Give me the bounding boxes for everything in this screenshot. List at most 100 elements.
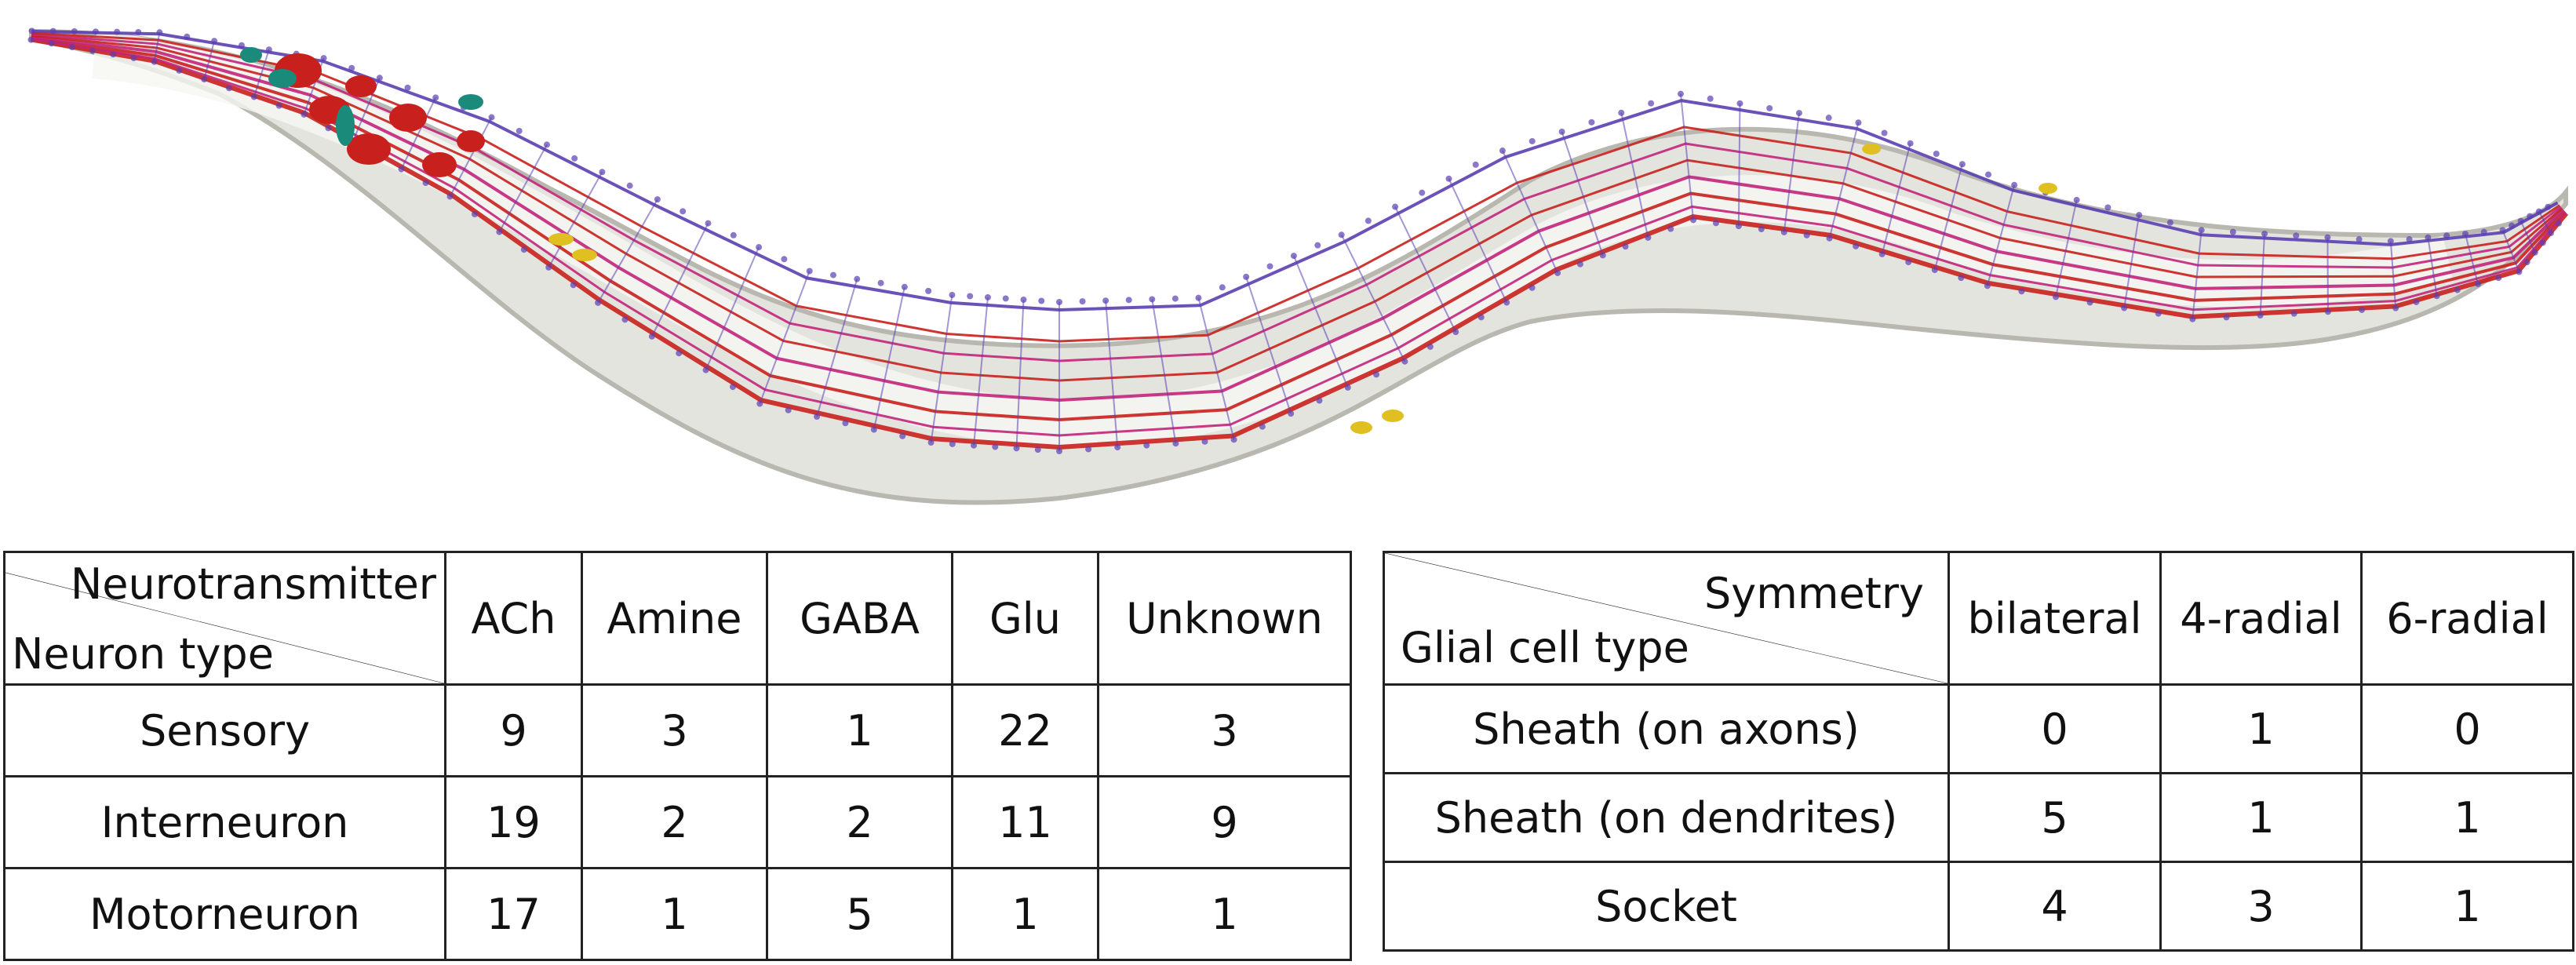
body-wall-dot: [1344, 384, 1351, 391]
body-wall-dot: [599, 169, 606, 176]
body-wall-dot: [2531, 249, 2538, 256]
muscle-arm: [1620, 112, 1649, 239]
table-cell: 1: [581, 867, 768, 961]
table-cell: 3: [1097, 683, 1352, 777]
glia-table-corner-cell: Symmetry Glial cell type: [1383, 551, 1950, 686]
body-wall-dot: [1622, 243, 1629, 250]
body-wall-dot: [1881, 129, 1888, 137]
table-cell: 2: [766, 775, 953, 869]
glia-table-header-row: Symmetry Glial cell type bilateral 4-rad…: [1383, 551, 2574, 686]
body-wall-dot: [756, 244, 763, 251]
column-header-amine: Amine: [581, 551, 768, 686]
body-wall-dot: [2535, 208, 2542, 215]
body-wall-dot: [2509, 222, 2516, 229]
body-wall-dot: [1171, 295, 1179, 302]
row-label: Socket: [1383, 861, 1950, 952]
row-label: Interneuron: [3, 775, 446, 869]
body-wall-dot: [1020, 296, 1027, 303]
muscle-arm: [1828, 122, 1860, 239]
body-wall-dot: [211, 38, 218, 45]
body-wall-dot: [114, 28, 121, 35]
yellow-cell: [2039, 183, 2057, 194]
glial-cell-body: [268, 69, 297, 88]
body-wall-dot: [1125, 297, 1132, 304]
body-wall-dot: [1219, 284, 1226, 291]
muscle-arm: [1105, 300, 1119, 448]
body-wall-dot: [2517, 217, 2524, 224]
body-wall-dot: [48, 40, 55, 47]
body-wall-dot: [1780, 228, 1787, 235]
column-header-gaba: GABA: [766, 551, 953, 686]
worm-nervous-system-illustration: [27, 27, 2569, 505]
body-wall-dot: [1365, 217, 1372, 224]
column-header-6-radial: 6-radial: [2360, 551, 2574, 686]
neuron-cell-body: [347, 133, 391, 165]
body-wall-dot: [901, 283, 908, 290]
body-wall-dot: [28, 27, 35, 35]
body-wall-dot: [1905, 258, 1912, 265]
body-wall-dot: [432, 94, 439, 101]
body-wall-dot: [1172, 440, 1179, 447]
body-wall-dot: [275, 102, 282, 109]
body-wall-dot: [1878, 250, 1886, 257]
body-wall-dot: [376, 75, 383, 82]
body-wall-dot: [2293, 232, 2300, 239]
body-wall-dot: [2198, 227, 2205, 234]
glial-cell-table: Symmetry Glial cell type bilateral 4-rad…: [1383, 551, 2574, 952]
column-header-4-radial: 4-radial: [2159, 551, 2363, 686]
body-wall-dot: [348, 64, 355, 71]
body-wall-dot: [2189, 315, 2196, 322]
body-wall-dot: [2433, 293, 2440, 300]
muscle-arm: [2427, 237, 2438, 297]
body-wall-dot: [2356, 236, 2363, 243]
glial-cell-body: [336, 105, 355, 146]
body-wall-dot: [1085, 446, 1092, 453]
body-wall-dot: [1907, 140, 1914, 147]
table-cell: 1: [2159, 772, 2363, 863]
body-wall-dot: [1426, 343, 1434, 350]
body-wall-dot: [130, 55, 137, 62]
body-wall-dot: [781, 256, 788, 263]
body-wall-dot: [2086, 299, 2093, 306]
body-wall-dot: [226, 85, 233, 92]
body-wall-dot: [1114, 444, 1121, 451]
body-wall-dot: [422, 180, 429, 187]
body-wall-dot: [1712, 220, 1719, 227]
table-cell: 1: [2360, 772, 2574, 863]
body-wall-dot: [238, 42, 245, 49]
body-wall-dot: [1690, 217, 1697, 224]
neuron-cell-body: [345, 75, 377, 97]
body-wall-dot: [2136, 212, 2143, 219]
body-wall-dot: [1290, 253, 1297, 260]
muscle-arm: [973, 297, 989, 446]
body-wall-dot: [2229, 228, 2236, 235]
body-wall-dot: [1338, 231, 1345, 239]
muscle-arm: [1881, 143, 1911, 255]
muscle-arm: [2520, 220, 2536, 253]
body-wall-dot: [680, 208, 687, 215]
body-wall-dot: [1056, 448, 1062, 454]
yellow-cell: [1350, 421, 1372, 434]
muscle-arm: [2464, 233, 2479, 285]
body-wall-dot: [2425, 234, 2432, 241]
muscle-arm: [253, 49, 270, 97]
body-wall-dot: [877, 279, 884, 286]
body-wall-dot: [68, 44, 75, 51]
table-cell: 1: [766, 683, 953, 777]
body-wall-dot: [151, 58, 158, 65]
glial-cell-body: [240, 47, 262, 63]
neuron-table-corner-cell: Neurotransmitter Neuron type: [3, 551, 446, 686]
table-cell: 5: [1947, 772, 2162, 863]
muscle-arm: [1015, 299, 1025, 449]
body-wall-dot: [2499, 227, 2506, 234]
yellow-cell: [1382, 410, 1404, 422]
body-wall-dot: [1002, 295, 1009, 302]
muscle-arm: [2389, 241, 2397, 308]
body-wall-dot: [110, 51, 117, 58]
body-wall-dot: [301, 111, 308, 118]
body-wall-dot: [488, 114, 495, 121]
body-wall-dot: [2495, 275, 2502, 282]
muscle-arm: [1448, 178, 1508, 303]
body-wall-dot: [2556, 220, 2563, 227]
neurite-line: [31, 34, 2563, 382]
